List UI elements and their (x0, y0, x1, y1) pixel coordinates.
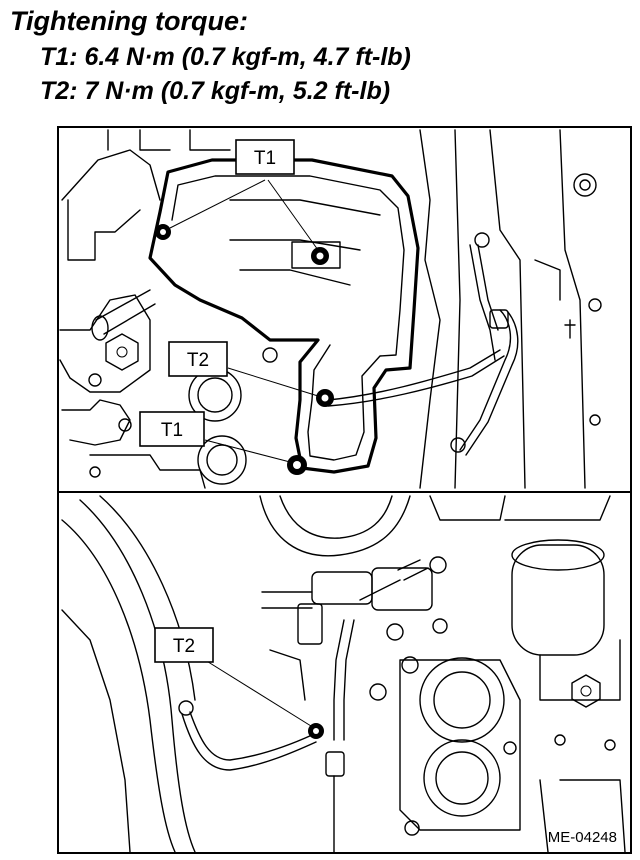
heat-shield-outline (148, 158, 420, 474)
callout-t1-lower: T1 (139, 411, 205, 447)
torque-spec-t2: T2: 7 N·m (0.7 kgf-m, 5.2 ft-lb) (40, 77, 391, 105)
callout-t1-upper: T1 (235, 139, 295, 175)
callout-t1-upper-label: T1 (254, 148, 276, 169)
callout-t1-lower-label: T1 (161, 420, 183, 441)
callout-t2-top-label: T2 (187, 350, 209, 371)
bottom-panel-drawing (61, 495, 626, 853)
torque-spec-t1: T1: 6.4 N·m (0.7 kgf-m, 4.7 ft-lb) (40, 43, 411, 71)
top-panel-drawing (59, 129, 602, 489)
callout-t2-bottom-label: T2 (173, 636, 195, 657)
callout-t2-top: T2 (168, 341, 228, 377)
figure-id: ME-04248 (548, 829, 617, 846)
torque-heading: Tightening torque: (10, 6, 248, 36)
figure-frame (57, 126, 632, 854)
callout-t2-bottom: T2 (154, 627, 214, 663)
